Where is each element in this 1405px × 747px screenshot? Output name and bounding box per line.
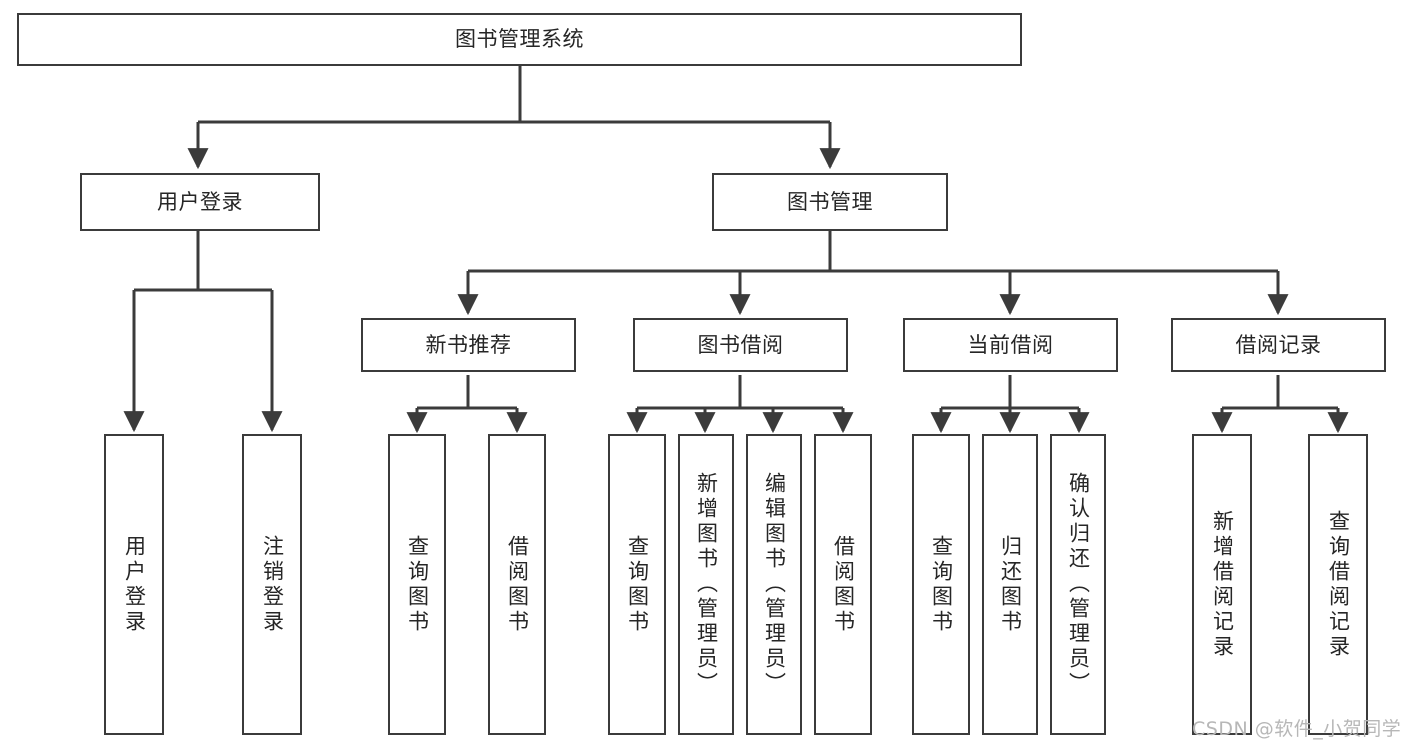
node-book-borrow[interactable]: 图书借阅 [633, 318, 848, 372]
leaf-cb-confirm-return-label: 确认归还（管理员） [1066, 472, 1091, 697]
leaf-br-query-record-label: 查询借阅记录 [1326, 509, 1351, 660]
node-root-label: 图书管理系统 [455, 27, 584, 52]
leaf-nb-query-book[interactable]: 查询图书 [388, 434, 446, 735]
node-root[interactable]: 图书管理系统 [17, 13, 1022, 66]
node-current-borrow-label: 当前借阅 [967, 332, 1054, 357]
node-new-book-recommend-label: 新书推荐 [425, 332, 512, 357]
leaf-cb-confirm-return[interactable]: 确认归还（管理员） [1050, 434, 1106, 735]
leaf-logout[interactable]: 注销登录 [242, 434, 302, 735]
leaf-cb-return-book[interactable]: 归还图书 [982, 434, 1038, 735]
leaf-bb-borrow-book-label: 借阅图书 [831, 534, 856, 635]
leaf-cb-query-book-label: 查询图书 [929, 534, 954, 635]
leaf-user-login-label: 用户登录 [122, 534, 147, 635]
leaf-nb-borrow-book[interactable]: 借阅图书 [488, 434, 546, 735]
leaf-br-query-record[interactable]: 查询借阅记录 [1308, 434, 1368, 735]
node-user-login[interactable]: 用户登录 [80, 173, 320, 231]
leaf-bb-borrow-book[interactable]: 借阅图书 [814, 434, 872, 735]
node-book-manage-label: 图书管理 [787, 189, 873, 214]
leaf-bb-edit-book-label: 编辑图书（管理员） [762, 472, 787, 697]
leaf-bb-edit-book[interactable]: 编辑图书（管理员） [746, 434, 802, 735]
node-borrow-record[interactable]: 借阅记录 [1171, 318, 1386, 372]
node-book-borrow-label: 图书借阅 [697, 332, 784, 357]
node-new-book-recommend[interactable]: 新书推荐 [361, 318, 576, 372]
leaf-bb-add-book-label: 新增图书（管理员） [694, 472, 719, 697]
leaf-nb-query-book-label: 查询图书 [405, 534, 430, 635]
csdn-watermark: CSDN @软件_小贺同学 [1192, 718, 1402, 740]
node-book-manage[interactable]: 图书管理 [712, 173, 948, 231]
leaf-bb-query-book-label: 查询图书 [625, 534, 650, 635]
leaf-br-add-record[interactable]: 新增借阅记录 [1192, 434, 1252, 735]
leaf-cb-query-book[interactable]: 查询图书 [912, 434, 970, 735]
leaf-cb-return-book-label: 归还图书 [998, 534, 1023, 635]
leaf-logout-label: 注销登录 [260, 534, 285, 635]
node-current-borrow[interactable]: 当前借阅 [903, 318, 1118, 372]
leaf-bb-add-book[interactable]: 新增图书（管理员） [678, 434, 734, 735]
leaf-nb-borrow-book-label: 借阅图书 [505, 534, 530, 635]
node-borrow-record-label: 借阅记录 [1235, 332, 1322, 357]
leaf-user-login[interactable]: 用户登录 [104, 434, 164, 735]
node-user-login-label: 用户登录 [157, 189, 243, 214]
leaf-br-add-record-label: 新增借阅记录 [1210, 509, 1235, 660]
leaf-bb-query-book[interactable]: 查询图书 [608, 434, 666, 735]
